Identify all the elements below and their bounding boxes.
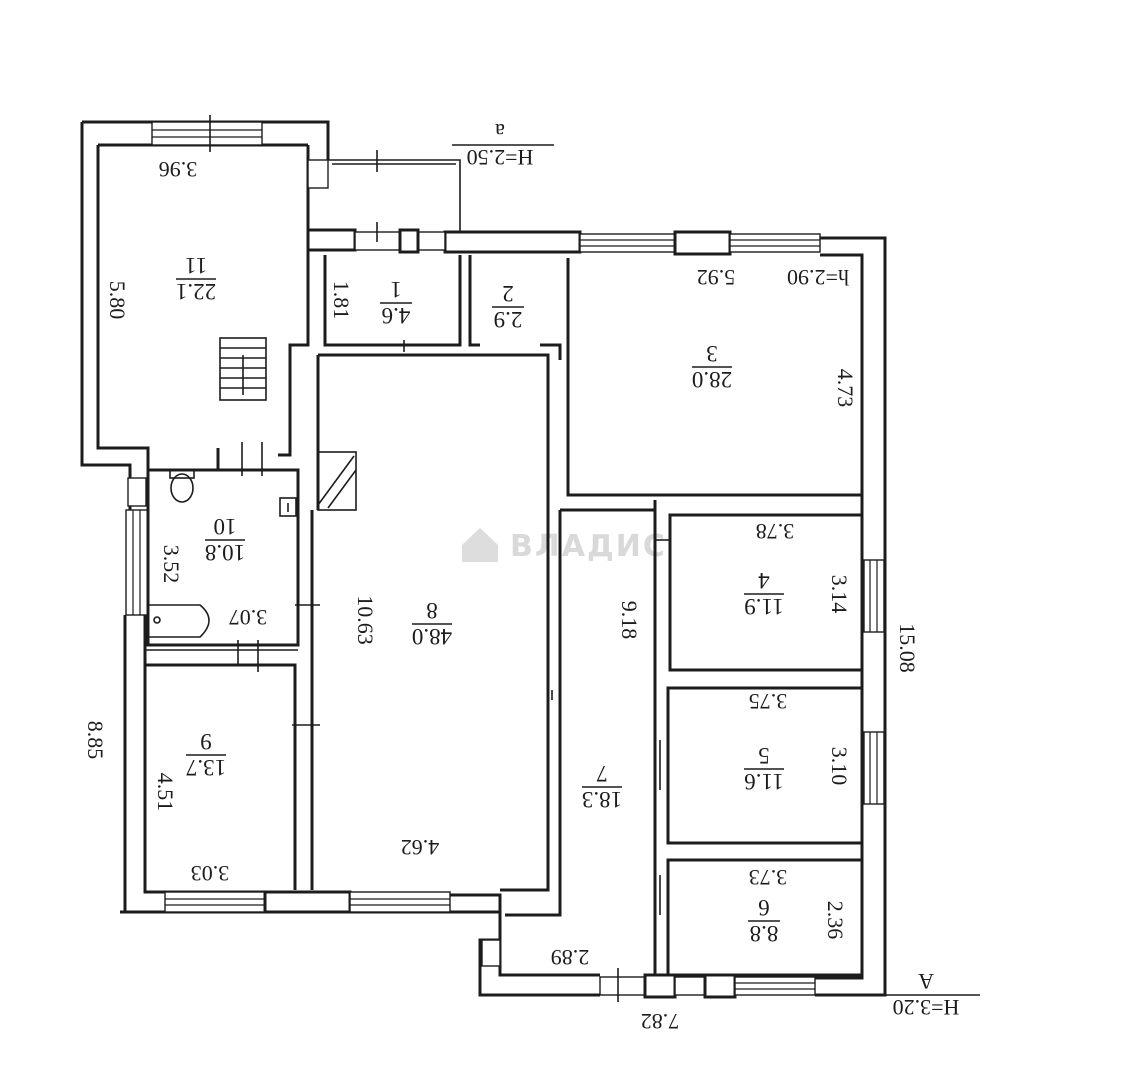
dim-5-92: 5.92 <box>697 265 736 290</box>
window-bottom-6b <box>734 976 816 996</box>
room-4-area: 11.9 <box>744 594 783 619</box>
room-5-number: 5 <box>758 743 770 768</box>
windows <box>125 121 885 999</box>
window-bottom-7 <box>599 976 646 996</box>
window-top-3a <box>579 233 676 253</box>
marker-top-letter: a <box>495 119 505 144</box>
dim-2-89: 2.89 <box>551 945 590 970</box>
room-1-area: 4.6 <box>382 303 411 328</box>
dim-3-07: 3.07 <box>229 605 268 630</box>
marker-bottom: H=3.20 A <box>878 969 980 1020</box>
room-9-number: 9 <box>200 729 212 754</box>
window-bottom-9 <box>164 891 266 913</box>
watermark: ВЛАДИС <box>462 528 667 564</box>
window-bottom-6a <box>674 976 706 996</box>
room-2-number: 2 <box>502 281 514 306</box>
dim-3-52: 3.52 <box>159 545 184 584</box>
marker-bottom-letter: A <box>918 969 934 994</box>
room-10-box <box>146 468 300 647</box>
room-10-number: 10 <box>214 514 237 539</box>
window-left-top <box>127 477 147 507</box>
dim-8-85: 8.85 <box>83 721 108 760</box>
door-ticks <box>209 115 670 1002</box>
room-8-number: 8 <box>426 598 438 623</box>
room-5-box <box>666 686 864 845</box>
toilet-icon <box>169 469 195 503</box>
sink-icon <box>279 497 297 517</box>
dim-3-96: 3.96 <box>159 157 198 182</box>
room-4-number: 4 <box>758 568 770 593</box>
room-2-area: 2.9 <box>494 307 523 332</box>
room-5-area: 11.6 <box>744 769 783 794</box>
room-6-number: 6 <box>758 895 770 920</box>
watermark-text: ВЛАДИС <box>510 529 667 564</box>
marker-top: H=2.50 a <box>452 119 554 170</box>
dim-7-82: 7.82 <box>641 1009 680 1034</box>
partitions <box>145 250 864 977</box>
room-labels: 4.6 1 2.9 2 28.0 3 11.9 4 11.6 5 8.8 6 <box>176 253 784 946</box>
house-icon <box>462 528 498 562</box>
room-9-area: 13.7 <box>186 755 226 780</box>
dim-9-18: 9.18 <box>617 601 642 640</box>
room-11-area: 22.1 <box>176 279 216 304</box>
chimney-icon <box>317 451 357 511</box>
room-4-box <box>668 513 864 672</box>
window-left-10 <box>125 509 149 616</box>
room-7-area: 18.3 <box>582 787 622 812</box>
window-top-11 <box>151 121 263 146</box>
dim-10-63: 10.63 <box>353 595 378 645</box>
room-3-number: 3 <box>706 341 718 366</box>
bathtub-icon <box>147 604 210 638</box>
room-6-box <box>666 858 864 977</box>
height-markers: H=2.50 a H=3.20 A <box>452 119 980 1020</box>
dim-3-78: 3.78 <box>756 519 795 544</box>
room-3-area: 28.0 <box>692 367 732 392</box>
dim-1-81: 1.81 <box>329 281 354 320</box>
room-11-number: 11 <box>185 253 207 278</box>
window-top-3b <box>729 233 821 253</box>
dim-3-75: 3.75 <box>749 689 788 714</box>
stairs-icon <box>219 337 267 401</box>
dim-3-10: 3.10 <box>827 747 852 786</box>
dim-2-36: 2.36 <box>823 901 848 940</box>
fixtures <box>147 337 357 638</box>
window-right-5 <box>863 731 885 805</box>
dim-3-14: 3.14 <box>827 575 852 614</box>
porch <box>328 150 461 242</box>
window-right-4 <box>863 559 885 633</box>
dim-4-62: 4.62 <box>401 835 440 860</box>
dim-4-51: 4.51 <box>153 773 178 812</box>
window-entry-a <box>307 159 329 189</box>
dim-4-73: 4.73 <box>833 369 858 408</box>
room-10-area: 10.8 <box>205 540 245 565</box>
dim-3-03: 3.03 <box>191 861 230 886</box>
room-6-area: 8.8 <box>750 921 779 946</box>
window-bottom-8 <box>349 891 451 913</box>
room-7-number: 7 <box>596 761 608 786</box>
dim-h-2-90: h=2.90 <box>787 265 849 290</box>
room-8-area: 48.0 <box>412 624 452 649</box>
marker-top-height: H=2.50 <box>467 145 534 170</box>
dim-3-73: 3.73 <box>749 865 788 890</box>
dimension-labels: 3.96 5.92 h=2.90 3.78 3.75 3.73 2.89 7.8… <box>83 157 920 1034</box>
window-entry-b <box>481 939 501 967</box>
room-1-number: 1 <box>390 277 402 302</box>
dim-5-80: 5.80 <box>105 281 130 320</box>
marker-bottom-height: H=3.20 <box>893 995 960 1020</box>
dim-15-08: 15.08 <box>895 623 920 673</box>
